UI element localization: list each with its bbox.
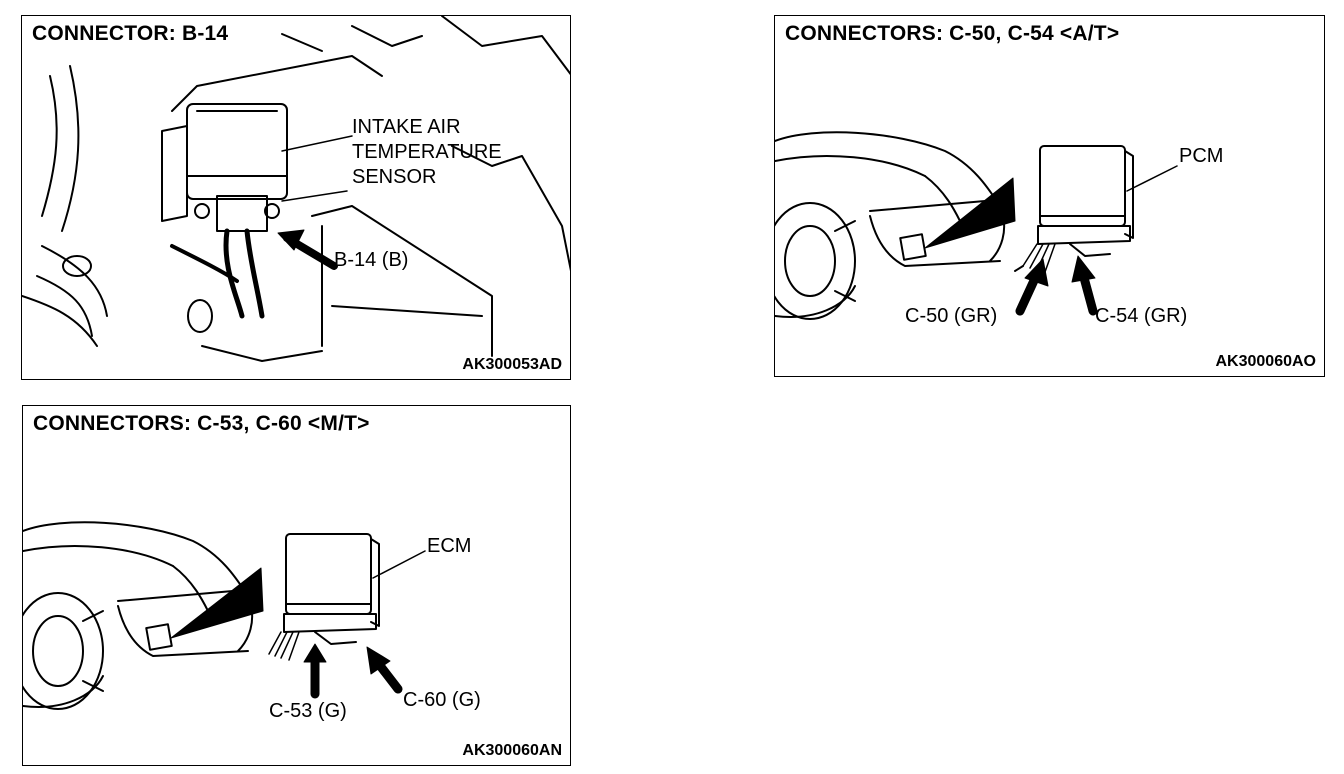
- pcm-location-illustration: [775, 131, 1178, 320]
- sensor-label-line3: SENSOR: [352, 166, 437, 188]
- panel-connectors-c50-c54: CONNECTORS: C-50, C-54 <A/T> PCM C-50 (G…: [774, 15, 1325, 377]
- right-connector-label: C-60 (G): [403, 689, 481, 711]
- left-connector-label: C-53 (G): [269, 700, 347, 722]
- panel-title: CONNECTORS: C-53, C-60 <M/T>: [33, 412, 370, 435]
- ecm-location-illustration: [23, 521, 426, 710]
- sensor-label-line2: TEMPERATURE: [352, 141, 502, 163]
- figure-code: AK300060AO: [1215, 353, 1317, 370]
- left-connector-label: C-50 (GR): [905, 305, 998, 327]
- module-label: PCM: [1179, 145, 1224, 167]
- panel-connector-b14: CONNECTOR: B-14 INTAKE AIR TEMPERATURE S…: [21, 15, 571, 380]
- sensor-label-line1: INTAKE AIR: [352, 116, 461, 138]
- right-connector-label: C-54 (GR): [1095, 305, 1188, 327]
- panel-connectors-c53-c60: CONNECTORS: C-53, C-60 <M/T> ECM C-53 (G…: [22, 405, 571, 766]
- panel-title: CONNECTORS: C-50, C-54 <A/T>: [785, 22, 1120, 45]
- panel-title: CONNECTOR: B-14: [32, 22, 229, 45]
- figure-code: AK300053AD: [462, 356, 562, 373]
- figure-code: AK300060AN: [462, 742, 562, 759]
- engine-bay-illustration: [22, 16, 570, 362]
- module-label: ECM: [427, 535, 472, 557]
- connector-label: B-14 (B): [334, 249, 409, 271]
